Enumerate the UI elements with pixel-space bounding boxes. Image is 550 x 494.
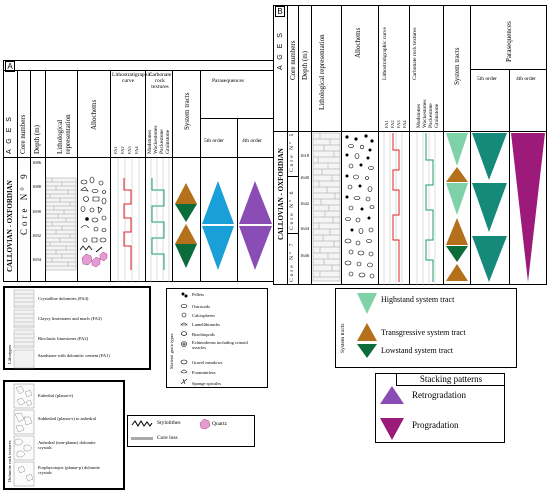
- panel-b-letter: B: [275, 6, 285, 17]
- panel-b-depth-3: 1644: [300, 226, 309, 231]
- panel-a-system-tracts: [175, 183, 197, 268]
- skeletal-item-echinoderms: Echinoderms including crinoid ossicles: [192, 340, 248, 350]
- skeletal-item-gravel: Gravel meadows: [192, 360, 223, 365]
- dolomite-item-1: Subhedral (planar-s) to anhedral: [38, 416, 97, 421]
- retrogradation-label: Retrogradation: [412, 390, 466, 400]
- hst-legend-icon: [357, 293, 377, 314]
- retrogradation-icon: [380, 386, 404, 404]
- lithotype-item-1: Clayey limestones and marls (FA3): [38, 316, 102, 321]
- panel-a-letter: A: [5, 61, 15, 72]
- misc-core-loss-label: Core loss: [157, 435, 178, 441]
- panel-b-tst-1: [446, 167, 468, 182]
- misc-legend: [127, 415, 255, 447]
- panel-a-lithology-column: [45, 177, 77, 271]
- panel-a-lithocurve-header: Lithostratigraphic curve: [112, 72, 152, 84]
- misc-stylolithes-label: Stylolithes: [157, 420, 181, 426]
- panel-a-tst-2: [175, 224, 197, 244]
- panel-a-5th-header: 5th order: [204, 138, 225, 144]
- tst-legend-label: Transgressive system tract: [381, 328, 466, 337]
- stacking-legend-title: Stacking patterns: [396, 373, 505, 386]
- quartz-icon: [199, 418, 211, 430]
- panel-a-4th-ret: [239, 181, 272, 224]
- panel-b-depth-0: 1618: [300, 153, 309, 158]
- panel-a-5th-pro: [202, 226, 234, 270]
- panel-a-texture-curve: [151, 178, 165, 270]
- skeletal-item-pellets: Pellets: [192, 292, 204, 297]
- panel-b-5th-2: [472, 183, 507, 232]
- panel-b-tst-3: [446, 264, 468, 281]
- skeletal-item-lamellibranchs: Lamellibranchs: [192, 322, 220, 327]
- panel-a-carbonate-header: Carbonate rock textures: [148, 72, 172, 90]
- panel-a-depth-1: 1688: [32, 184, 41, 189]
- panel-a-lst-1: [175, 204, 197, 222]
- lst-legend-label: Lowstand system tract: [381, 346, 453, 355]
- lithotype-item-0: Crystalline dolomites (FA4): [38, 296, 89, 301]
- panel-b-facies-curve: [392, 133, 400, 282]
- panel-b-4th-pro: [511, 133, 545, 282]
- panel-a-lst-2: [175, 244, 197, 268]
- panel-b-5th-3: [472, 236, 507, 282]
- misc-quartz-label: Quartz: [212, 421, 227, 427]
- panel-a-depth-0: 1686: [32, 160, 41, 165]
- dolomite-item-0: Euhedral (planar-e): [38, 393, 74, 398]
- panel-b-texture-curve: [425, 133, 434, 282]
- stylolithes-icon: [131, 420, 153, 427]
- panel-a-depth-2: 1690: [32, 209, 41, 214]
- dolomite-item-3: Porphyrotopic (planar-p) dolomite crysta…: [38, 465, 100, 475]
- skeletal-item-ostracods: Ostracods: [192, 304, 210, 309]
- panel-b-system-tracts: [446, 133, 468, 281]
- panel-b-5th-1: [472, 133, 507, 180]
- skeletal-item-sponge: Sponge spicules: [192, 381, 222, 386]
- panel-b-hst-1: [446, 133, 468, 166]
- panel-b-allochems: [344, 134, 375, 279]
- panel-a-4th-pro: [239, 226, 272, 270]
- panel-b-lst-1: [446, 246, 468, 262]
- lithotype-item-3: Sandstone with dolomitic cement (FA1): [38, 353, 110, 358]
- panel-a-parasequences: [202, 181, 272, 270]
- panel-b-lithology-column: [312, 132, 341, 282]
- panel-b-5th-header: 5th order: [477, 76, 498, 82]
- panel-a-5th-ret: [202, 181, 234, 224]
- tst-legend-icon: [357, 323, 377, 341]
- panel-a-parasequences-header: Parasequences: [212, 78, 245, 84]
- dolomite-item-2: Anhedral (non-planar) dolomite crystals: [38, 440, 96, 450]
- progradation-icon: [380, 418, 404, 440]
- panel-b-tst-2: [446, 218, 468, 245]
- panel-b-depth-2: 1642: [300, 201, 309, 206]
- panel-a-4th-header: 4th order: [242, 138, 263, 144]
- panel-a-allochems: [79, 176, 107, 253]
- panel-b-4th-header: 4th order: [516, 76, 537, 82]
- skeletal-item-brachiopods: Brachiopods: [192, 332, 215, 337]
- panel-b-parasequences: [472, 133, 545, 282]
- core-loss-icon: [131, 437, 153, 440]
- skeletal-item-calcispheres: Calcispheres: [192, 313, 215, 318]
- panel-b-depth-1: 1640: [300, 175, 309, 180]
- panel-a-depth-4: 1694: [32, 257, 41, 262]
- progradation-label: Progradation: [412, 420, 459, 430]
- panel-b-hst-2: [446, 183, 468, 215]
- panel-a-quartz-grains: [81, 251, 108, 268]
- lithotype-item-2: Bioclastic limestones (FA2): [38, 336, 89, 341]
- panel-a-depth-3: 1692: [32, 233, 41, 238]
- hst-legend-label: Highstand system tract: [381, 295, 455, 304]
- lst-legend-icon: [357, 344, 377, 358]
- panel-a-tst-1: [175, 183, 197, 204]
- panel-b-depth-4: 1646: [300, 253, 309, 258]
- skeletal-item-foraminifera: Foraminifera: [192, 370, 216, 375]
